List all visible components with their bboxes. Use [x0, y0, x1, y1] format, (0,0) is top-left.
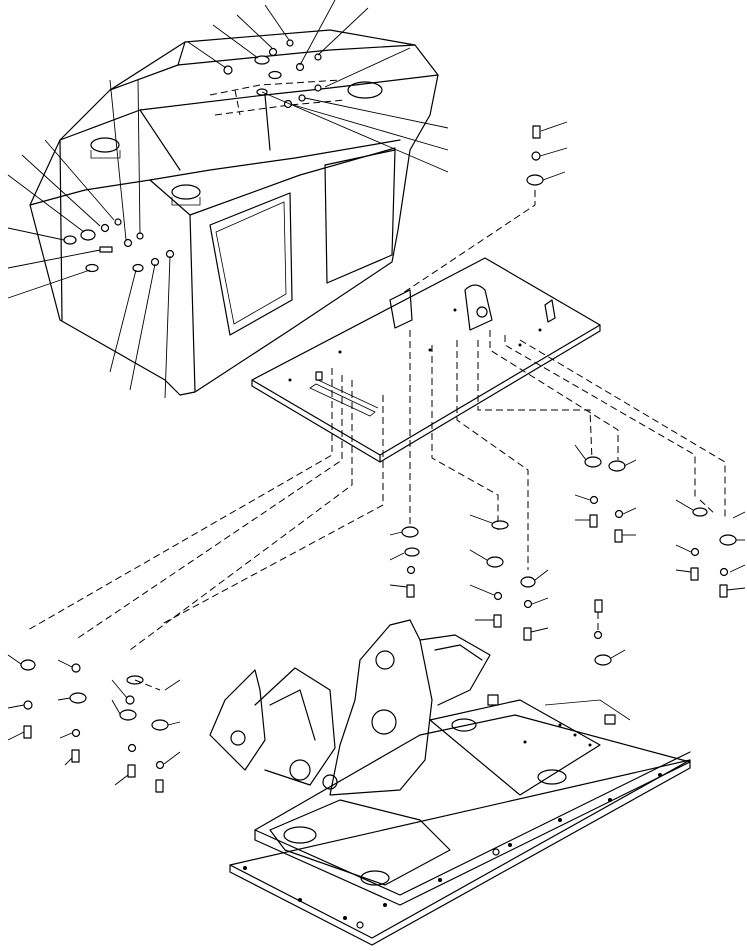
- floor-plate: [251, 257, 601, 463]
- assembly-guide-lines: [27, 330, 726, 651]
- cab-top-fasteners: [187, 0, 449, 173]
- top-right-fasteners: [399, 121, 568, 296]
- lower-right-fastener: [593, 599, 626, 666]
- revolving-frame: [209, 619, 691, 946]
- cab-side-fasteners: [7, 79, 175, 399]
- middle-fasteners: [389, 444, 746, 641]
- cab-housing: [29, 29, 439, 396]
- lower-left-fasteners: [7, 654, 181, 793]
